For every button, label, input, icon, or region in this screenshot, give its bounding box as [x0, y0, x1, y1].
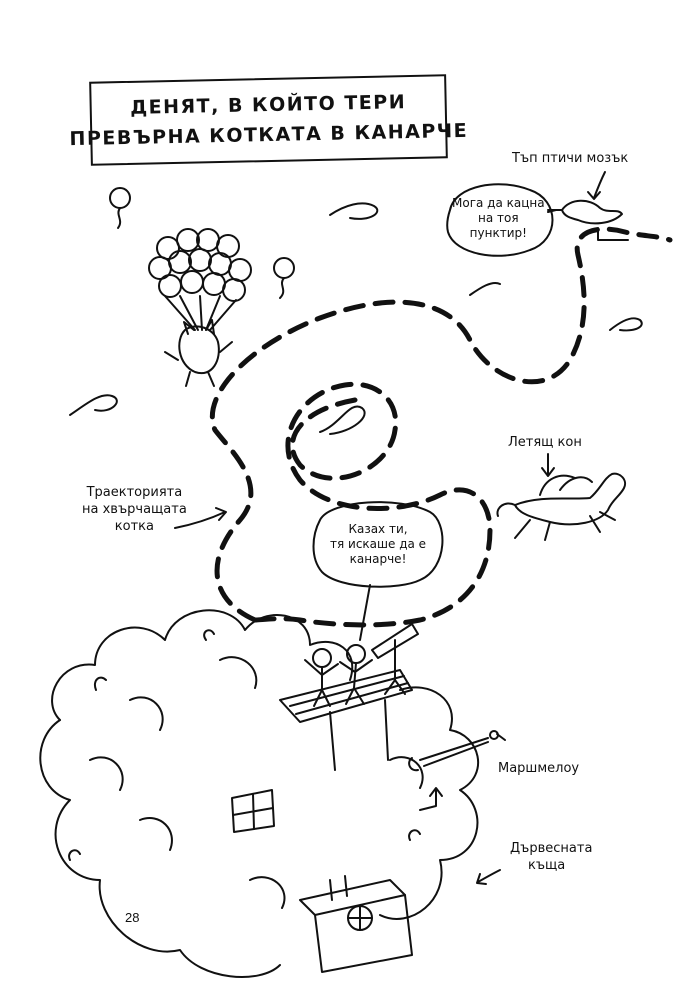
balloon-bundle	[148, 228, 252, 331]
trajectory-dashed-path	[209, 226, 673, 628]
kids-bubble-outline	[312, 501, 444, 641]
bird-bubble-text: Мога да кацна на тоя пунктир!	[452, 196, 545, 241]
kids-bubble-line-3: канарче!	[349, 552, 407, 566]
bird-label-arrow	[587, 171, 606, 200]
trajectory-label: Траекторията на хвърчащата котка	[82, 484, 187, 535]
marshmallow-drawing	[408, 730, 499, 811]
marshmallow-label: Маршмелоу	[498, 761, 580, 776]
title-line-2: ПРЕВЪРНА КОТКАТА В КАНАРЧЕ	[69, 119, 469, 151]
trajectory-label-line-2: на хвърчащата	[82, 502, 187, 517]
kids-bubble-line-1: Казах ти,	[348, 522, 408, 536]
page-number: 28	[125, 910, 140, 925]
horse-label-arrow	[541, 453, 555, 477]
treehouse-label: Дървесната къща	[510, 840, 592, 874]
floating-balloons	[69, 187, 643, 435]
bird-brain-label: Тъп птичи мозък	[512, 151, 629, 166]
flying-horse-label: Летящ кон	[508, 435, 582, 450]
treehouse-cabin	[299, 875, 413, 973]
trajectory-label-arrow	[174, 507, 227, 529]
kids-bubble-line-2: тя искаше да е	[330, 537, 427, 551]
bird-bubble-outline	[446, 183, 557, 257]
trajectory-label-line-3: котка	[114, 519, 154, 534]
treehouse-label-line-1: Дървесната	[510, 841, 593, 856]
treehouse-label-arrow	[476, 869, 501, 885]
title-banner: ДЕНЯТ, В КОЙТО ТЕРИ ПРЕВЪРНА КОТКАТА В К…	[69, 74, 468, 166]
bird-bubble-line-2: на тоя	[478, 211, 519, 225]
treehouse-label-line-2: къща	[528, 858, 566, 873]
bird-bubble-line-1: Мога да кацна	[452, 196, 545, 210]
bird-bubble-line-3: пунктир!	[469, 226, 527, 240]
kids-with-telescope	[304, 623, 419, 707]
flying-cat	[164, 319, 233, 387]
flying-horse-drawing	[496, 472, 626, 541]
tree-foliage	[39, 609, 479, 978]
trajectory-label-line-1: Траекторията	[86, 485, 183, 500]
kids-bubble-text: Казах ти, тя искаше да е канарче!	[330, 522, 426, 567]
treehouse-window	[231, 789, 275, 833]
